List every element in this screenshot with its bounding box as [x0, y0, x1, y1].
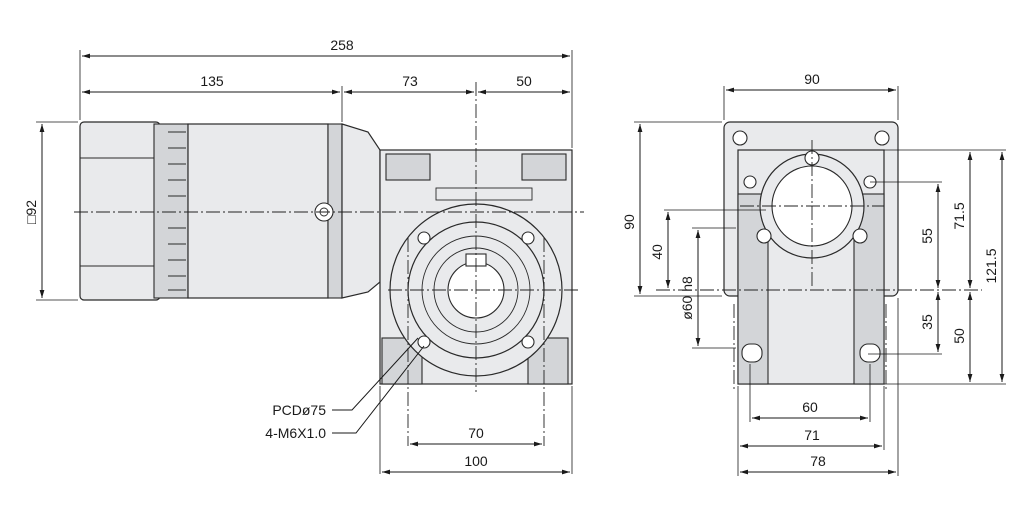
mount-hole-icon	[417, 231, 431, 245]
dim-foot-71: 71	[804, 427, 820, 443]
dim-motor-length: 135	[200, 73, 224, 89]
mount-hole-icon	[521, 335, 535, 349]
dim-base-width: 100	[464, 453, 488, 469]
thread-note: 4-M6X1.0	[265, 425, 326, 441]
corner-hole-icon	[732, 130, 748, 146]
corner-hole-icon	[874, 130, 890, 146]
motor-body	[79, 121, 381, 301]
motor-fins	[168, 131, 186, 291]
dim-shaft-to-top: 40	[649, 244, 665, 260]
flange-body	[723, 121, 899, 385]
side-view: 258 135 73 50 □92 70 100 PCDø75 4-M6X1.0	[23, 37, 584, 475]
dim-foot-60: 60	[802, 399, 818, 415]
dim-top-width: 90	[804, 71, 820, 87]
dim-lower-holes: 35	[919, 314, 935, 330]
dim-overall-length: 258	[330, 37, 354, 53]
dim-shaft-diameter: ø60 h8	[679, 276, 695, 320]
dim-bolt-spacing: 70	[468, 425, 484, 441]
dim-flange-height: 90	[621, 214, 637, 230]
pcd-note: PCDø75	[272, 402, 326, 418]
dim-foot-78: 78	[810, 453, 826, 469]
dim-shaft-offset: 50	[516, 73, 532, 89]
mount-hole-icon	[417, 335, 431, 349]
dim-lower-span: 50	[951, 328, 967, 344]
mount-hole-icon	[521, 231, 535, 245]
front-view: 90 90 40 ø60 h8 55 35 71.5 50 121.5 60 7…	[621, 71, 1006, 476]
dim-gear-length: 73	[402, 73, 418, 89]
dim-top-holes: 55	[919, 228, 935, 244]
dim-total-height: 121.5	[983, 248, 999, 283]
flange-hole-icon	[852, 228, 868, 244]
dim-motor-square: □92	[23, 200, 39, 224]
dim-flange-span: 71.5	[951, 202, 967, 229]
flange-hole-icon	[756, 228, 772, 244]
flange-hole-icon	[743, 175, 757, 189]
